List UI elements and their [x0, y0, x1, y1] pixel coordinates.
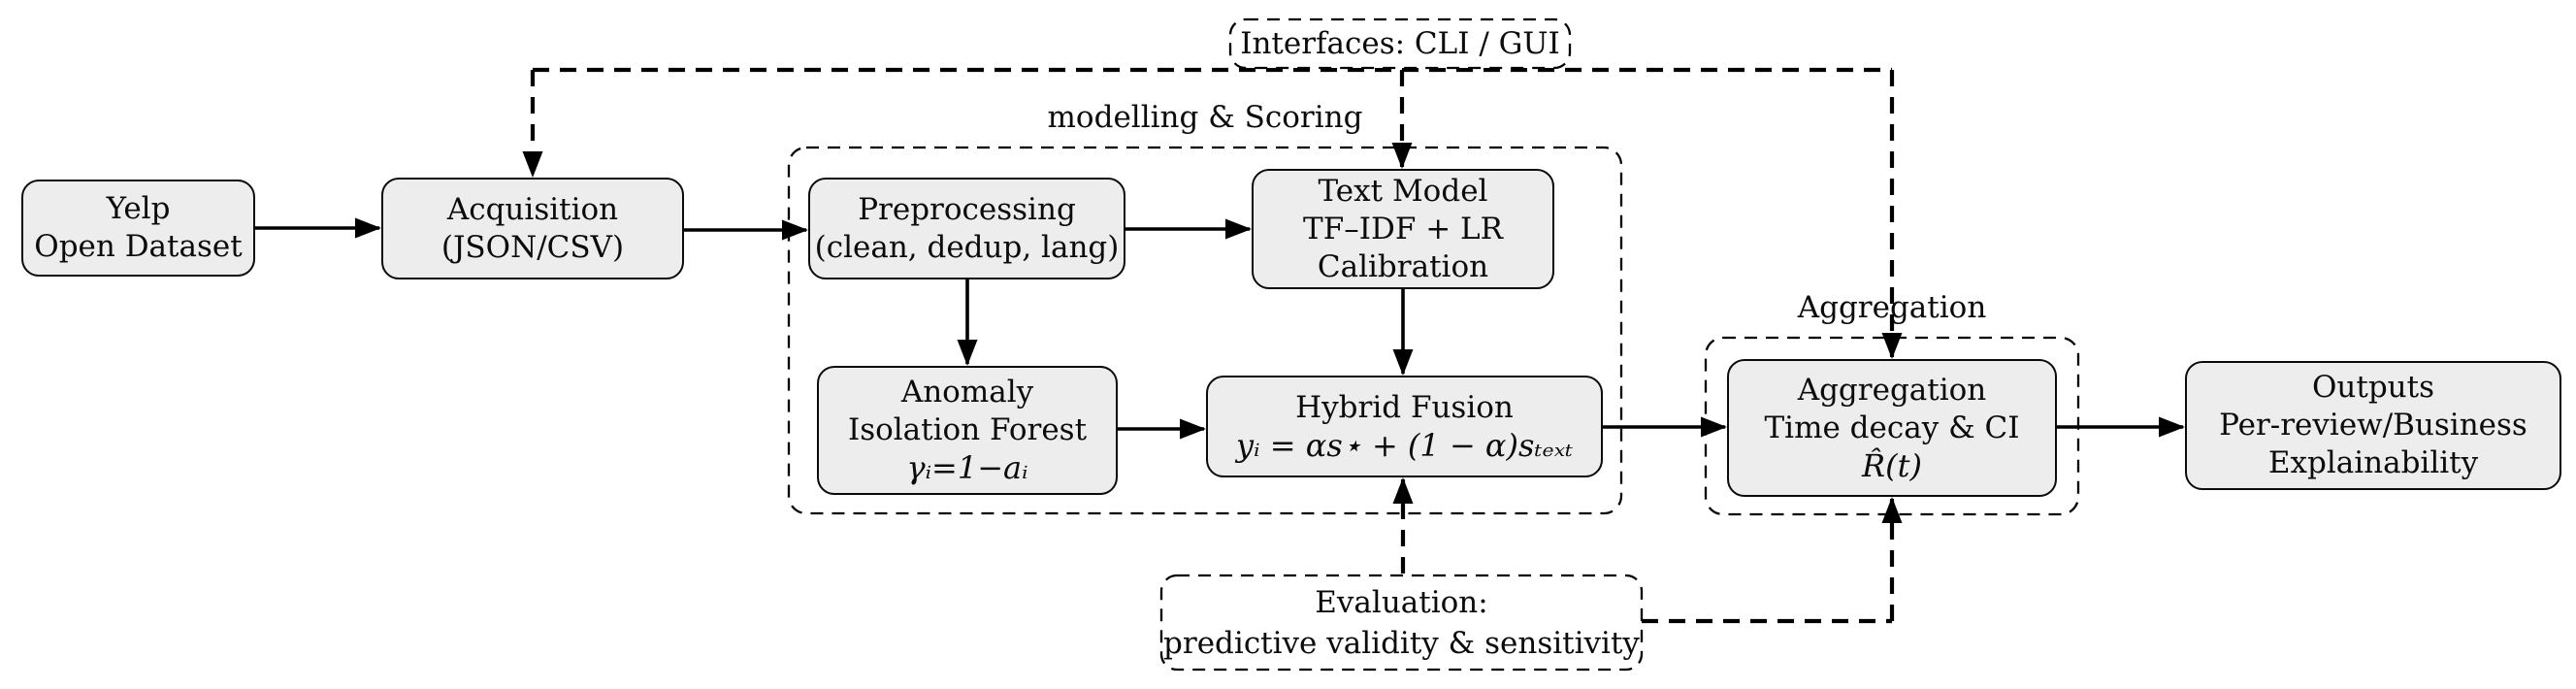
node-line: Calibration — [1317, 248, 1489, 284]
node-formula: R̂(t) — [1862, 446, 1922, 484]
node-formula: yᵢ = αs⋆ + (1 − α)sₜₑₓₜ — [1236, 426, 1573, 464]
node-hybrid-fusion: Hybrid Fusion yᵢ = αs⋆ + (1 − α)sₜₑₓₜ — [1206, 376, 1603, 477]
node-text-model: Text Model TF–IDF + LR Calibration — [1252, 169, 1554, 289]
node-line: Time decay & CI — [1764, 410, 2020, 445]
interfaces-box-outline — [1228, 17, 1572, 70]
node-line: Isolation Forest — [847, 412, 1088, 447]
group-modelling-scoring — [787, 146, 1623, 515]
node-aggregation-time-decay: Aggregation Time decay & CI R̂(t) — [1727, 359, 2057, 497]
node-line: (JSON/CSV) — [440, 229, 625, 265]
evaluation-subtitle: predictive validity & sensitivity — [1163, 625, 1640, 661]
interfaces-box: Interfaces: CLI / GUI — [1230, 19, 1570, 68]
node-line: Hybrid Fusion — [1295, 389, 1514, 425]
node-formula: γᵢ=1−aᵢ — [906, 449, 1028, 486]
node-line: Anomaly — [900, 375, 1034, 410]
node-line: Yelp — [106, 191, 171, 226]
node-line: Text Model — [1318, 173, 1488, 209]
node-line: Aggregation — [1797, 372, 1987, 408]
node-line: (clean, dedup, lang) — [814, 229, 1120, 265]
node-outputs: Outputs Per-review/Business Explainabili… — [2185, 361, 2561, 490]
node-anomaly-isolation-forest: Anomaly Isolation Forest γᵢ=1−aᵢ — [817, 366, 1118, 495]
node-line: Explainability — [2267, 445, 2479, 480]
group-label-modelling-scoring: modelling & Scoring — [1047, 100, 1363, 135]
node-line: Open Dataset — [34, 229, 243, 264]
node-line: TF–IDF + LR — [1303, 211, 1503, 246]
node-line: Preprocessing — [858, 191, 1076, 227]
evaluation-title: Evaluation: — [1315, 584, 1488, 620]
node-acquisition: Acquisition (JSON/CSV) — [381, 178, 684, 279]
node-line: Acquisition — [446, 191, 619, 227]
group-label-aggregation: Aggregation — [1797, 290, 1987, 325]
node-line: Per-review/Business — [2219, 408, 2527, 443]
evaluation-box-outline — [1159, 574, 1644, 672]
node-yelp-open-dataset: Yelp Open Dataset — [21, 180, 255, 277]
node-line: Outputs — [2311, 370, 2434, 405]
evaluation-box: Evaluation: predictive validity & sensit… — [1161, 575, 1642, 670]
interfaces-label: Interfaces: CLI / GUI — [1240, 26, 1560, 61]
node-preprocessing: Preprocessing (clean, dedup, lang) — [808, 178, 1125, 279]
